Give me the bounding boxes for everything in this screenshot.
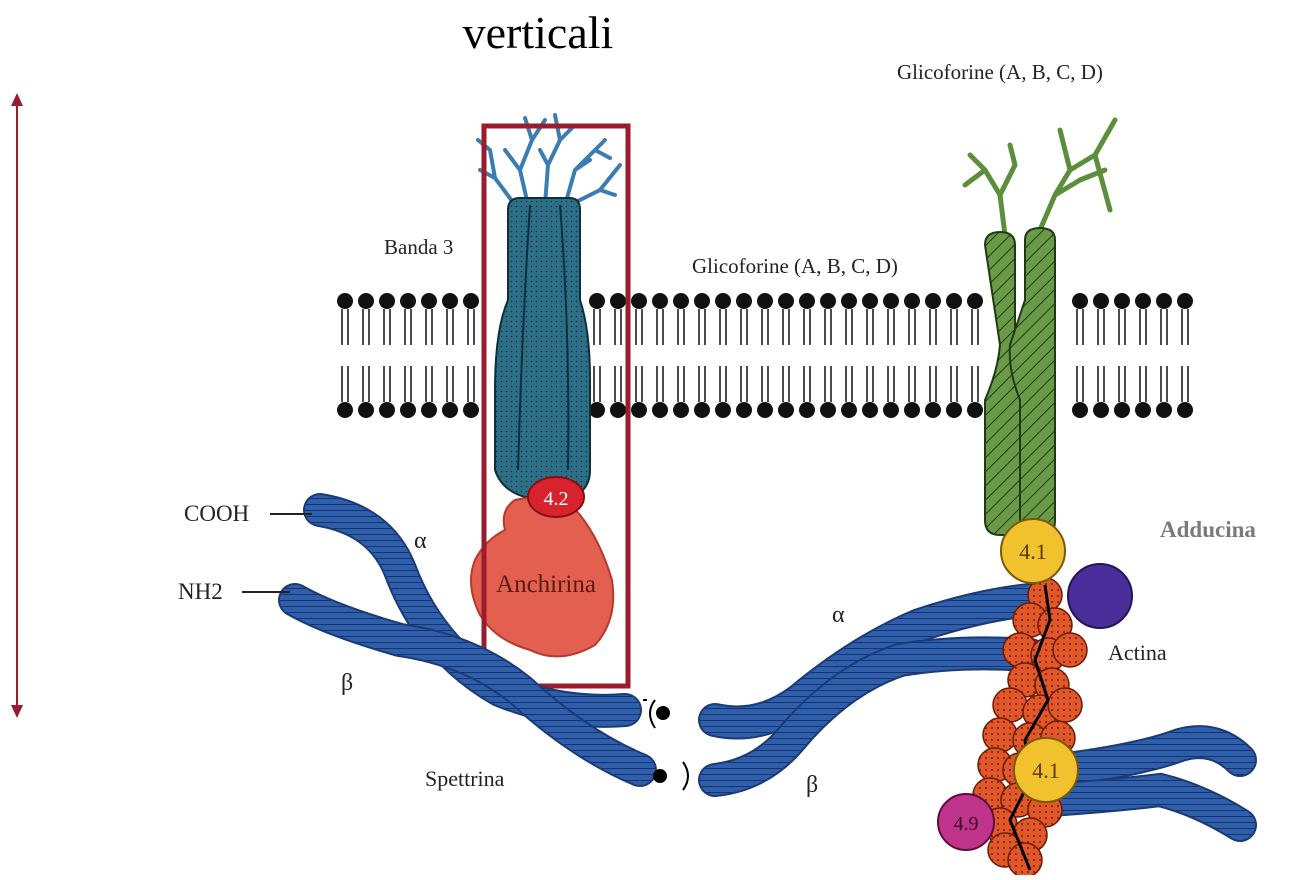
actin-monomer (993, 688, 1027, 722)
protein-4-9: 4.9 (938, 794, 994, 850)
protein-4-2: 4.2 (528, 477, 584, 517)
adducina-label: Adducina (1160, 517, 1256, 542)
band3-protein (495, 198, 590, 500)
lipid-head (715, 293, 731, 309)
lipid-head (673, 293, 689, 309)
lipid-head (1114, 293, 1130, 309)
lipid-head (694, 293, 710, 309)
lipid-head (883, 402, 899, 418)
lipid-head (862, 402, 878, 418)
lipid-head (694, 402, 710, 418)
lipid-head (1177, 293, 1193, 309)
lipid-head (736, 402, 752, 418)
lipid-head (1072, 402, 1088, 418)
lipid-head (400, 293, 416, 309)
lipid-head (841, 293, 857, 309)
actin-monomer (983, 718, 1017, 752)
cooh-label: COOH (184, 501, 249, 526)
lipid-head (1177, 402, 1193, 418)
p41-bottom-label: 4.1 (1032, 758, 1060, 783)
lipid-head (1093, 402, 1109, 418)
lipid-head (442, 293, 458, 309)
lipid-head (778, 293, 794, 309)
lipid-head (1135, 293, 1151, 309)
lipid-head (904, 293, 920, 309)
lipid-head (946, 293, 962, 309)
protein-4-1-bottom: 4.1 (1014, 738, 1078, 802)
lipid-head (757, 293, 773, 309)
lipid-head (820, 293, 836, 309)
lipid-head (757, 402, 773, 418)
band3-label: Banda 3 (384, 235, 453, 259)
lipid-head (1135, 402, 1151, 418)
ankyrin: Anchirina (471, 497, 613, 656)
lipid-head (1114, 402, 1130, 418)
lipid-head (442, 402, 458, 418)
glycophorin-sugar-chains (965, 120, 1115, 235)
lipid-head (337, 402, 353, 418)
lipid-head (652, 293, 668, 309)
anchirina-label: Anchirina (496, 571, 596, 598)
lipid-head (610, 402, 626, 418)
p41-top-label: 4.1 (1019, 539, 1047, 564)
lipid-head (820, 402, 836, 418)
lipid-head (610, 293, 626, 309)
lipid-head (799, 402, 815, 418)
lipid-bilayer (337, 293, 1193, 418)
actin-monomer (1053, 633, 1087, 667)
lipid-head (631, 293, 647, 309)
actin-monomer (1048, 688, 1082, 722)
lipid-head (736, 293, 752, 309)
lipid-head (862, 293, 878, 309)
p42-label: 4.2 (544, 488, 569, 510)
lipid-head (1156, 293, 1172, 309)
lipid-head (883, 293, 899, 309)
lipid-head (715, 402, 731, 418)
lipid-head (358, 402, 374, 418)
lipid-head (1093, 293, 1109, 309)
lipid-head (967, 293, 983, 309)
beta-right-label: β (806, 772, 818, 798)
lipid-head (589, 402, 605, 418)
alpha-right-label: α (832, 602, 845, 628)
lipid-head (337, 293, 353, 309)
title: verticali (463, 7, 614, 58)
lipid-head (421, 293, 437, 309)
lipid-head (421, 402, 437, 418)
lipid-head (925, 402, 941, 418)
lipid-head (841, 402, 857, 418)
lipid-head (631, 402, 647, 418)
lipid-head (1072, 293, 1088, 309)
actina-label: Actina (1108, 640, 1167, 665)
adducin-protein (1068, 564, 1132, 628)
glycophorin-top-label: Glicoforine (A, B, C, D) (897, 60, 1103, 84)
lipid-head (400, 402, 416, 418)
lipid-head (379, 402, 395, 418)
glycophorin-mid-label: Glicoforine (A, B, C, D) (692, 254, 898, 278)
lipid-head (967, 402, 983, 418)
lipid-head (463, 402, 479, 418)
lipid-head (946, 402, 962, 418)
lipid-head (589, 293, 605, 309)
lipid-head (379, 293, 395, 309)
lipid-head (358, 293, 374, 309)
p49-label: 4.9 (954, 813, 979, 835)
beta-left-label: β (341, 670, 353, 696)
lipid-head (652, 402, 668, 418)
lipid-head (673, 402, 689, 418)
nh2-label: NH2 (178, 579, 223, 604)
glycophorin-protein (985, 228, 1055, 538)
spettrina-label: Spettrina (425, 766, 505, 791)
alpha-left-label: α (414, 528, 427, 554)
lipid-head (925, 293, 941, 309)
lipid-head (778, 402, 794, 418)
vertical-arrow (11, 93, 23, 718)
lipid-head (1156, 402, 1172, 418)
lipid-head (799, 293, 815, 309)
lipid-head (904, 402, 920, 418)
protein-4-1-top: 4.1 (1001, 519, 1065, 583)
lipid-head (463, 293, 479, 309)
